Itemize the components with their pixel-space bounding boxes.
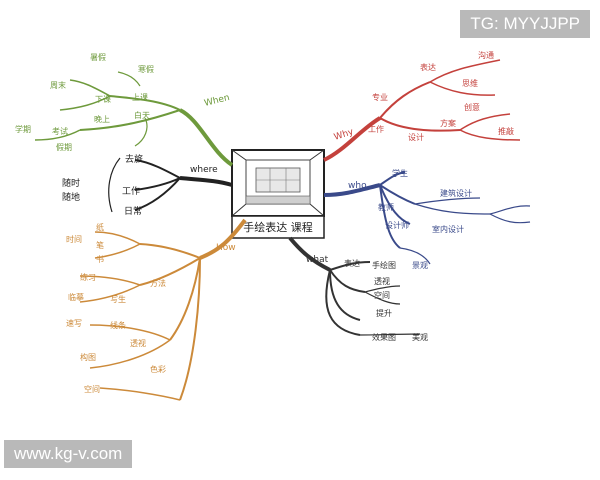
why-node: 专业 (372, 92, 388, 102)
when-node: 晚上 (94, 114, 110, 124)
what-node: 手绘图 (372, 260, 396, 270)
where-node: 工作 (122, 185, 140, 197)
how-node: 色彩 (150, 364, 166, 374)
when-node: 考试 (52, 126, 68, 136)
branch-where (108, 157, 233, 213)
how-node: 笔 (96, 240, 104, 250)
branch-who-nodes: 学生 教师 设计师 建筑设计 景观 室内设计 (378, 168, 472, 270)
how-node: 时间 (66, 234, 82, 244)
when-node: 暑假 (90, 53, 106, 62)
why-node: 设计 (408, 132, 424, 142)
branch-how-label: How (216, 243, 236, 253)
why-node: 创意 (464, 102, 480, 112)
how-node: 临摹 (68, 292, 84, 302)
what-node: 表达 (344, 258, 360, 268)
when-node: 上课 (132, 93, 148, 102)
how-node: 空间 (84, 384, 100, 394)
when-node: 寒假 (138, 64, 154, 74)
what-node: 提升 (376, 308, 392, 318)
where-side-note: 随时 (62, 177, 80, 189)
when-node: 假期 (56, 143, 72, 152)
branch-what-nodes: 表达 手绘图 透视 空间 提升 效果图 美观 (344, 258, 428, 342)
branch-who (323, 171, 531, 265)
branch-what-label: what (306, 255, 329, 265)
what-node: 效果图 (372, 332, 396, 342)
where-node: 去旅 (125, 153, 143, 165)
where-node: 日常 (124, 205, 142, 217)
how-node: 速写 (66, 319, 82, 328)
how-node: 纸 (96, 222, 104, 232)
branch-how (79, 218, 247, 401)
when-node: 下课 (95, 95, 111, 104)
what-node: 空间 (374, 290, 390, 300)
who-node: 景观 (412, 261, 428, 270)
when-node: 学期 (15, 124, 31, 134)
why-node: 沟通 (478, 50, 494, 60)
who-node: 设计师 (385, 220, 409, 230)
who-node: 学生 (392, 168, 408, 178)
when-node: 白天 (134, 110, 150, 120)
what-node: 透视 (374, 276, 390, 286)
branch-when-nodes: 暑假 寒假 周末 上课 下课 白天 晚上 考试 学期 假期 (15, 53, 154, 152)
how-node: 写生 (110, 294, 126, 304)
who-node: 教师 (378, 202, 394, 212)
how-node: 书 (96, 254, 104, 264)
why-node: 思维 (462, 78, 478, 88)
branch-when (34, 71, 234, 167)
branch-who-label: who (348, 181, 367, 191)
when-node: 周末 (50, 80, 66, 90)
why-node: 工作 (368, 124, 384, 134)
how-node: 透视 (130, 338, 146, 348)
how-node: 线条 (110, 320, 126, 330)
branch-where-nodes: 去旅 工作 日常 随时 随地 (62, 153, 143, 217)
branch-what (288, 236, 421, 336)
how-node: 练习 (80, 272, 96, 282)
why-node: 表达 (420, 62, 436, 72)
branch-why-nodes: 专业 表达 沟通 思维 工作 设计 创意 方案 推敲 (368, 50, 514, 142)
branch-when-label: When (203, 93, 231, 109)
how-node: 方法 (150, 278, 166, 288)
center-node: 手绘表达 课程 (231, 149, 325, 239)
branch-where-label: where (190, 165, 218, 175)
how-node: 构图 (80, 352, 96, 362)
branch-how-nodes: 纸 笔 书 时间 方法 练习 临摹 写生 速写 线条 透视 构图 色彩 空间 (66, 222, 166, 394)
who-node: 室内设计 (432, 224, 464, 234)
watermark-top: TG: MYYJJPP (460, 10, 590, 38)
why-node: 推敲 (498, 126, 514, 136)
who-node: 建筑设计 (440, 188, 472, 198)
center-title: 手绘表达 课程 (243, 220, 313, 234)
watermark-bottom: www.kg-v.com (4, 440, 133, 468)
why-node: 方案 (440, 118, 456, 128)
branch-why (323, 59, 521, 162)
what-node: 美观 (412, 332, 428, 342)
where-side-note: 随地 (62, 191, 80, 203)
